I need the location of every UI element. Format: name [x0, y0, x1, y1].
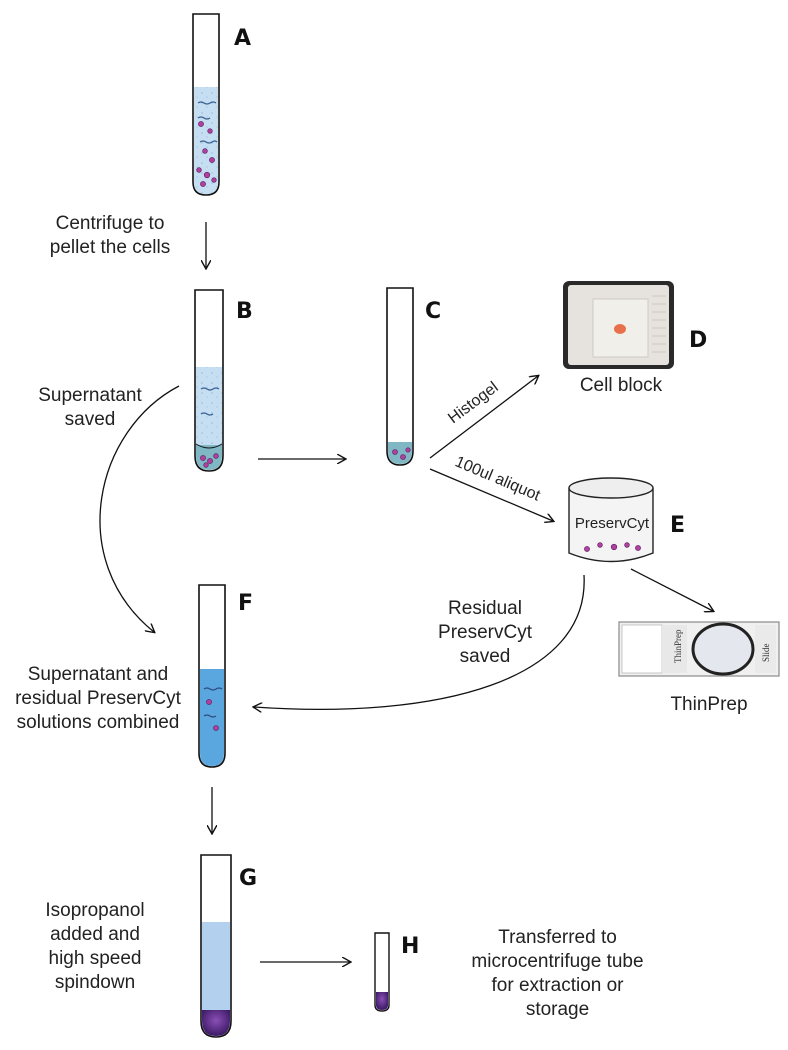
label-a: A	[234, 26, 252, 51]
label-g: G	[239, 866, 258, 891]
label-h: H	[401, 934, 420, 959]
tube-b	[194, 289, 224, 472]
step-residual-saved: Residual PreservCyt saved	[438, 598, 532, 667]
tube-f	[198, 584, 226, 768]
cell-block-image	[563, 281, 674, 369]
arrow-e-to-thinprep	[630, 568, 713, 611]
tube-a	[192, 13, 220, 196]
slide-label-text: Slide	[761, 643, 771, 662]
arrow-c-to-e	[429, 468, 553, 521]
step-transferred: Transferred to microcentrifuge tube for …	[471, 927, 644, 1020]
thinprep-caption: ThinPrep	[670, 694, 748, 715]
label-e: E	[670, 513, 686, 538]
tube-c	[386, 287, 414, 466]
step-combined: Supernatant and residual PreservCyt solu…	[15, 664, 181, 733]
label-b: B	[236, 299, 253, 324]
step-supernatant-saved: Supernatant saved	[38, 385, 142, 430]
slide-brand-text: ThinPrep	[673, 629, 683, 663]
tube-g	[200, 854, 232, 1038]
thinprep-slide-image: ThinPrep Slide	[618, 621, 780, 677]
step-isopropanol: Isopropanol added and high speed spindow…	[45, 900, 145, 993]
label-c: C	[425, 299, 442, 324]
arrow-b-to-f	[99, 385, 180, 632]
step-centrifuge: Centrifuge to pellet the cells	[49, 213, 171, 258]
arrow-e-to-f	[254, 574, 585, 709]
label-d: D	[689, 328, 708, 353]
cells-a	[196, 121, 217, 187]
preservcyt-label: PreservCyt	[574, 515, 650, 532]
arrow-c-to-d	[429, 376, 538, 459]
preservcyt-container	[568, 477, 654, 563]
cell-block-caption: Cell block	[579, 375, 663, 396]
dna-strands-a	[197, 101, 218, 144]
label-f: F	[238, 591, 254, 616]
tube-h	[374, 932, 390, 1012]
